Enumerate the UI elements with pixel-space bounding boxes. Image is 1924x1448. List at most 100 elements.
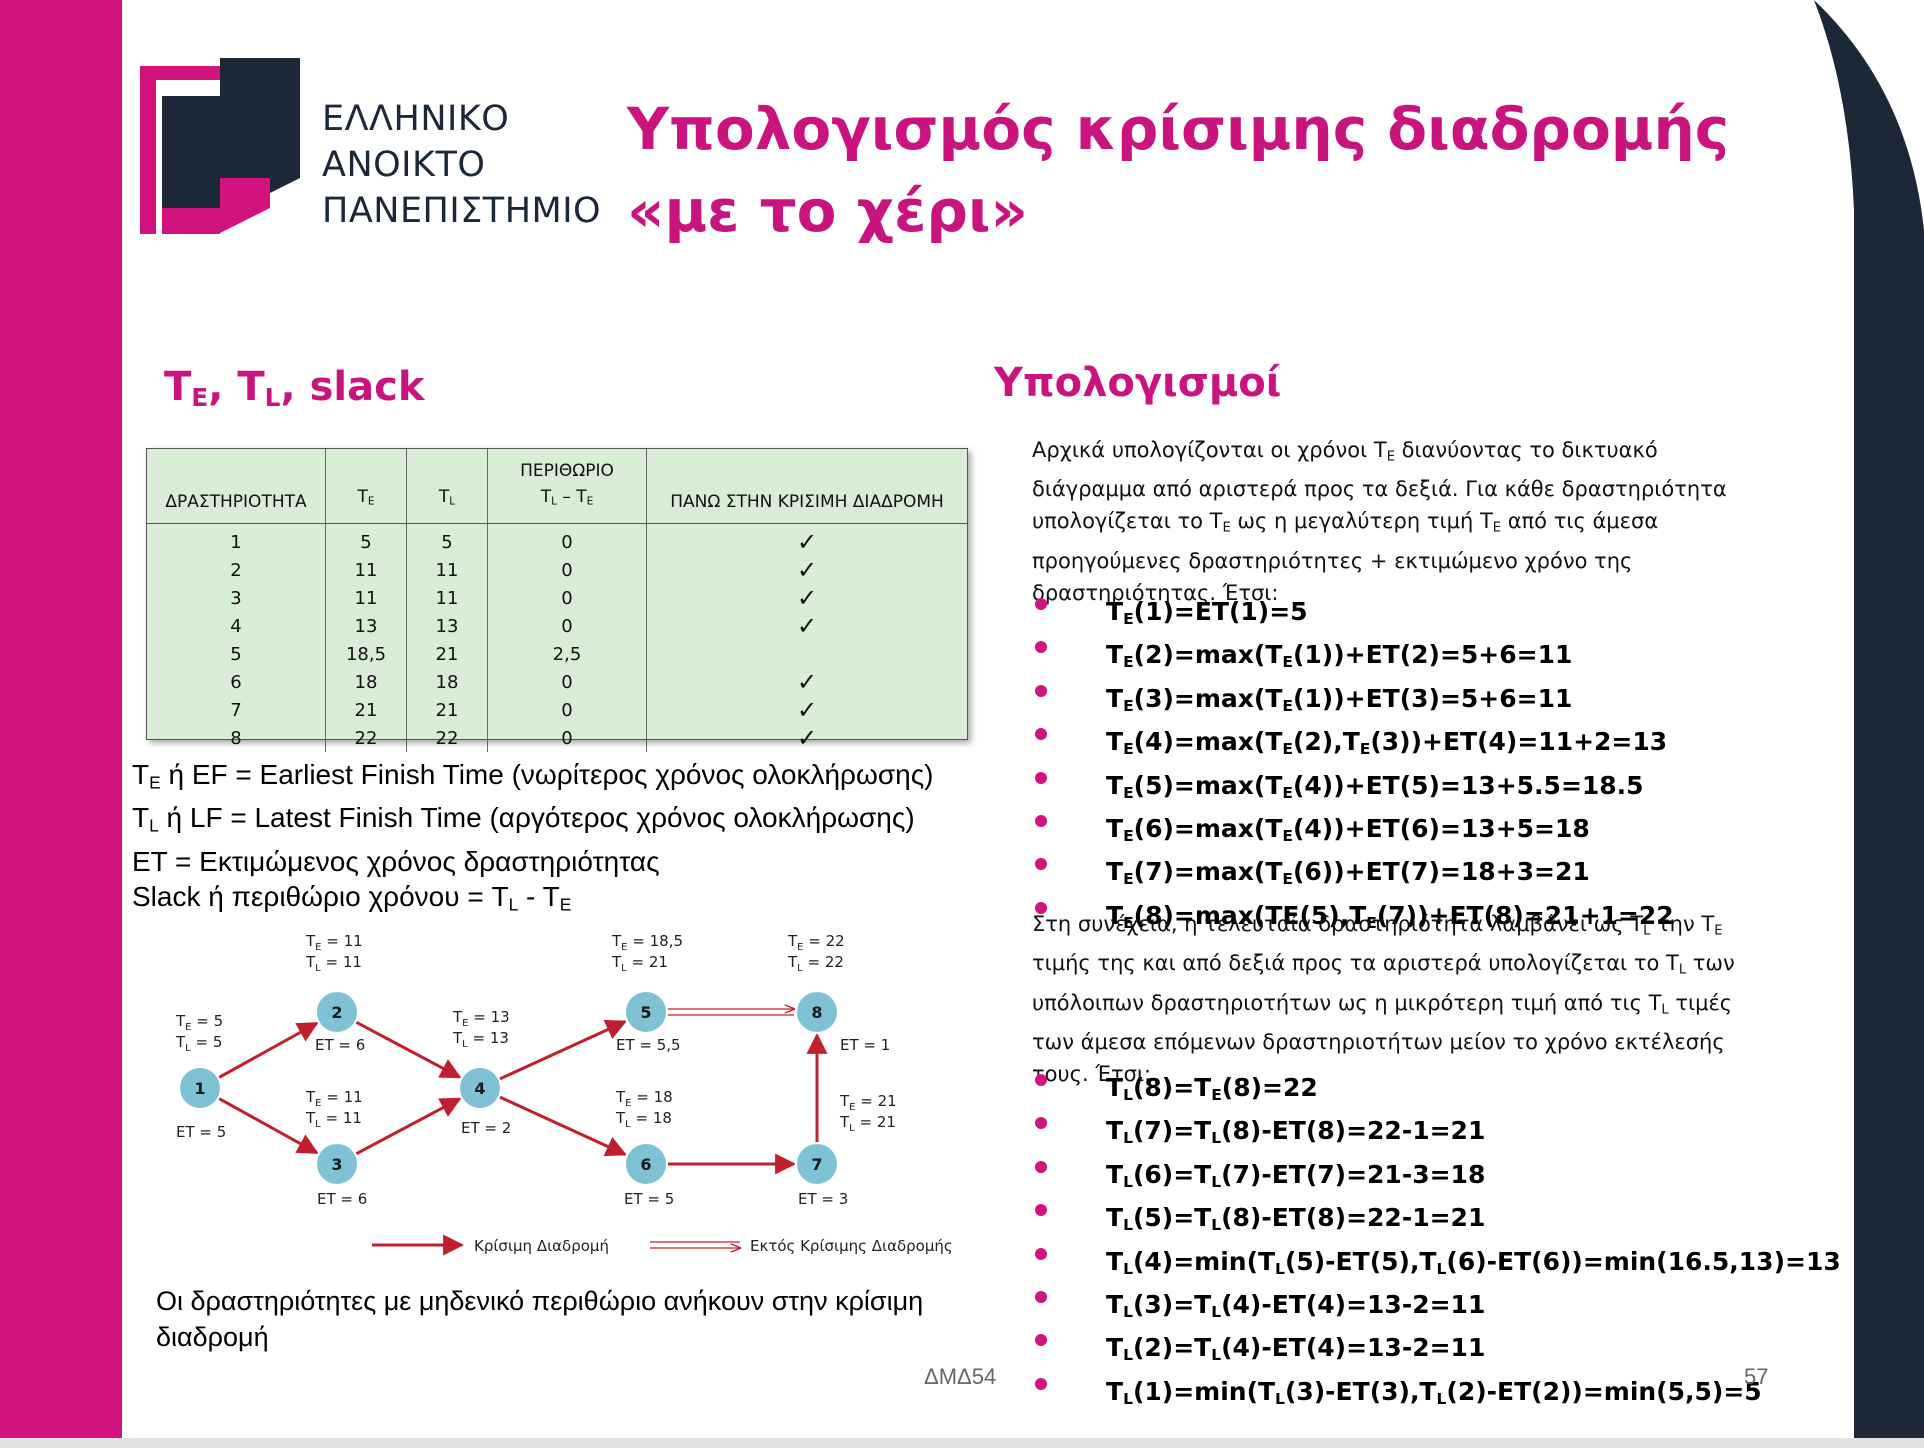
critical-edge (354, 1097, 462, 1156)
cell-crit: ✓ (796, 584, 818, 612)
node-circle (795, 1142, 839, 1186)
cell-slack: 0 (487, 696, 647, 724)
node-et-label: ET = 5 (176, 1123, 226, 1141)
node-number: 4 (474, 1079, 485, 1098)
definition-et: ET = Εκτιμώμενος χρόνος δραστηριότητας (132, 845, 660, 877)
cell-a: 3 (147, 584, 326, 612)
bullet-icon (1035, 684, 1047, 697)
bullet-icon (1035, 641, 1047, 654)
node-number: 7 (811, 1155, 822, 1174)
forward-formula: TE(2)=max(TE(1))+ET(2)=5+6=11 (1030, 637, 1674, 680)
page-number: 57 (1744, 1364, 1769, 1389)
cell-te: 18 (325, 668, 407, 696)
node-tl-label: TL = 11 (305, 1109, 362, 1130)
bullet-icon (1035, 901, 1047, 914)
bullet-icon (1035, 1247, 1047, 1260)
node-te-label: TE = 11 (305, 1088, 363, 1109)
node-te-label: TE = 11 (305, 932, 363, 953)
cell-te: 21 (325, 696, 407, 724)
cell-a: 1 (147, 523, 326, 556)
title-line-1: Υπολογισμός κρίσιμης διαδρομής (627, 95, 1730, 163)
bullet-icon (1035, 1117, 1047, 1130)
node-te-label: TE = 18 (615, 1088, 673, 1109)
node-te-label: TE = 13 (452, 1008, 510, 1029)
bullet-icon (1035, 728, 1047, 741)
definition-slack: Slack ή περιθώριο χρόνου = TL - TE (132, 880, 572, 914)
node-tl-label: TL = 22 (787, 953, 844, 974)
cell-crit (647, 640, 968, 668)
bullet-icon (1035, 1074, 1047, 1086)
col-te: TE (325, 449, 407, 524)
node-circle (624, 1142, 668, 1186)
cell-crit: ✓ (796, 556, 818, 584)
right-dark-curve (1814, 0, 1924, 1448)
col-activity: ΔΡΑΣΤΗΡΙΟΤΗΤΑ (147, 449, 326, 524)
node-et-label: ET = 5,5 (616, 1036, 681, 1054)
heading-sub-l: L (264, 383, 281, 413)
cell-slack: 0 (487, 612, 647, 640)
critical-path-note: Οι δραστηριότητες με μηδενικό περιθώριο … (156, 1286, 924, 1352)
cell-slack: 2,5 (487, 640, 647, 668)
forward-formula: TE(3)=max(TE(1))+ET(3)=5+6=11 (1030, 681, 1674, 724)
node-number: 1 (194, 1079, 205, 1098)
definition-tl: TL ή LF = Latest Finish Time (αργότερος … (132, 802, 915, 836)
node-tl-label: TL = 21 (839, 1113, 896, 1134)
critical-edge (217, 1096, 319, 1155)
node-te-label: TE = 18,5 (611, 932, 683, 953)
forward-formula: TE(5)=max(TE(4))+ET(5)=13+5.5=18.5 (1030, 768, 1674, 811)
node-circle (315, 990, 359, 1034)
node-circle (795, 990, 839, 1034)
node-circle (624, 990, 668, 1034)
node-et-label: ET = 2 (461, 1119, 511, 1137)
cell-te: 22 (325, 724, 407, 752)
cell-slack: 0 (487, 556, 647, 584)
backward-formula: TL(7)=TL(8)-ET(8)=22-1=21 (1030, 1113, 1841, 1156)
node-tl-label: TL = 18 (615, 1109, 672, 1130)
node-et-label: ET = 1 (840, 1036, 890, 1054)
forward-formula: TE(4)=max(TE(2),TE(3))+ET(4)=11+2=13 (1030, 724, 1674, 767)
cell-tl: 21 (406, 696, 488, 724)
bullet-icon (1035, 1334, 1047, 1347)
node-tl-label: TL = 5 (175, 1033, 222, 1054)
cell-slack: 0 (487, 584, 647, 612)
cell-crit: ✓ (796, 528, 818, 556)
right-section-heading: Υπολογισμοί (994, 360, 1282, 406)
cell-te: 5 (325, 523, 407, 556)
node-number: 3 (331, 1155, 342, 1174)
node-number: 6 (640, 1155, 651, 1174)
backward-formula: TL(1)=min(TL(3)-ET(3),TL(2)-ET(2))=min(5… (1030, 1374, 1841, 1417)
node-tl-label: TL = 11 (305, 953, 362, 974)
logo-text: ΕΛΛΗΝΙΚΟ ΑΝΟΙΚΤΟ ΠΑΝΕΠΙΣΤΗΜΙΟ (322, 96, 601, 234)
cell-a: 4 (147, 612, 326, 640)
cell-te: 18,5 (325, 640, 407, 668)
cell-tl: 13 (406, 612, 488, 640)
course-code: ΔΜΔ54 (924, 1364, 997, 1389)
forward-formula: TE(8)=max(TE(5),TE(7))+ET(8)=21+1=22 (1030, 898, 1674, 941)
definition-te: TE ή EF = Earliest Finish Time (νωρίτερο… (132, 759, 934, 793)
cell-slack: 0 (487, 668, 647, 696)
backward-formula: TL(5)=TL(8)-ET(8)=22-1=21 (1030, 1200, 1841, 1243)
forward-formula: TE(1)=ET(1)=5 (1030, 594, 1674, 637)
node-tl-label: TL = 13 (452, 1029, 509, 1050)
node-number: 5 (640, 1003, 651, 1022)
bullet-icon (1035, 858, 1047, 871)
cell-tl: 22 (406, 724, 488, 752)
node-tl-label: TL = 21 (611, 953, 668, 974)
backward-formula: TL(3)=TL(4)-ET(4)=13-2=11 (1030, 1287, 1841, 1330)
node-circle (458, 1066, 502, 1110)
bullet-icon (1035, 771, 1047, 784)
node-te-label: TE = 22 (787, 932, 845, 953)
cell-a: 6 (147, 668, 326, 696)
node-et-label: ET = 6 (317, 1190, 367, 1208)
backward-formula: TL(4)=min(TL(5)-ET(5),TL(6)-ET(6))=min(1… (1030, 1244, 1841, 1287)
